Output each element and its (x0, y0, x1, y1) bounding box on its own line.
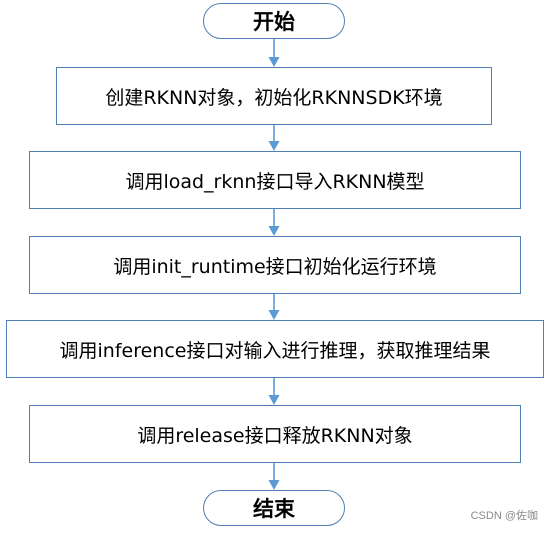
step-init-runtime: 调用init_runtime接口初始化运行环境 (29, 236, 521, 294)
arrow-head-icon-6 (268, 480, 280, 490)
start-label: 开始 (253, 10, 295, 34)
arrow-head-icon-5 (268, 395, 280, 405)
arrow-head-icon-3 (268, 226, 280, 236)
step-inference: 调用inference接口对输入进行推理，获取推理结果 (6, 320, 544, 378)
arrow-head-icon-1 (268, 57, 280, 67)
step-release: 调用release接口释放RKNN对象 (29, 405, 521, 463)
step-create-rknn: 创建RKNN对象，初始化RKNNSDK环境 (56, 67, 492, 125)
end-node: 结束 (203, 490, 345, 526)
step-inference-label: 调用inference接口对输入进行推理，获取推理结果 (59, 339, 491, 362)
end-label: 结束 (253, 497, 295, 521)
step-load-rknn-label: 调用load_rknn接口导入RKNN模型 (125, 170, 425, 193)
arrow-head-icon-4 (268, 310, 280, 320)
step-load-rknn: 调用load_rknn接口导入RKNN模型 (29, 151, 521, 209)
step-create-rknn-label: 创建RKNN对象，初始化RKNNSDK环境 (105, 86, 443, 109)
step-init-runtime-label: 调用init_runtime接口初始化运行环境 (113, 255, 437, 278)
watermark: CSDN @佐咖 (470, 510, 538, 522)
arrow-head-icon-2 (268, 141, 280, 151)
start-node: 开始 (203, 3, 345, 39)
step-release-label: 调用release接口释放RKNN对象 (137, 424, 413, 447)
